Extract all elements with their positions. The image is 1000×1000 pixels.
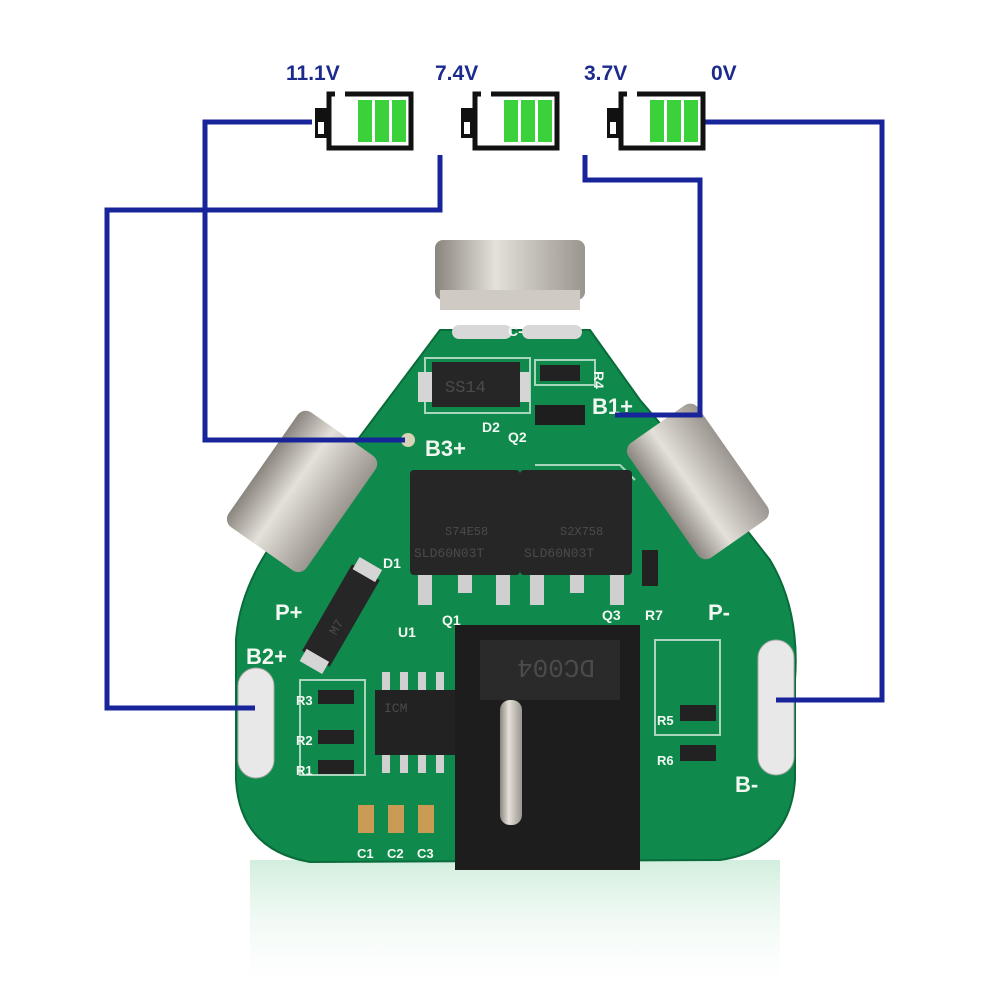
- pad-b-minus-slot: [757, 639, 795, 776]
- battery-cell-bar: [650, 100, 664, 142]
- wire-11v: [202, 119, 405, 443]
- label-r4: R4: [591, 371, 607, 389]
- p-plus-terminal: [226, 410, 378, 573]
- p-minus-terminal: [626, 403, 769, 560]
- mosfet-q1-code: S74E58: [445, 525, 488, 539]
- mosfet-q1-part: SLD60N03T: [414, 546, 484, 561]
- label-c3: C3: [417, 846, 434, 861]
- label-q2: Q2: [508, 429, 527, 445]
- label-u1: U1: [398, 624, 416, 640]
- battery-icon: [315, 90, 414, 151]
- battery-cell-bar: [667, 100, 681, 142]
- resistor-r7: [642, 550, 658, 586]
- battery-icon: [607, 90, 706, 151]
- board-reflection: [250, 860, 780, 1000]
- c-minus-terminal: C-: [435, 240, 585, 339]
- diode-d1: M7: [299, 557, 383, 674]
- label-q3: Q3: [602, 607, 621, 623]
- ic-u1: ICM: [375, 672, 455, 773]
- label-q1: Q1: [442, 612, 461, 628]
- label-c1: C1: [357, 846, 374, 861]
- label-d1: D1: [383, 555, 401, 571]
- pad-b3-solder: [401, 433, 415, 447]
- mosfet-q3-part: SLD60N03T: [524, 546, 594, 561]
- wire-7v: [104, 155, 443, 711]
- capacitors: [358, 805, 434, 833]
- mosfet-q3-code: S2X758: [560, 525, 603, 539]
- label-r3: R3: [296, 693, 313, 708]
- pad-b2-plus-slot: [237, 667, 275, 779]
- voltage-label-3-7v: 3.7V: [584, 62, 627, 85]
- battery-cell-bar: [392, 100, 406, 142]
- voltage-label-0v: 0V: [711, 62, 737, 85]
- label-r2: R2: [296, 733, 313, 748]
- pad-label-b-minus: B-: [735, 772, 758, 797]
- wire-3v: [582, 155, 703, 418]
- label-r7: R7: [645, 607, 663, 623]
- dc-connector: DC004: [455, 625, 640, 870]
- resistors-r1-r3: [318, 690, 354, 774]
- resistor-r6: [680, 745, 716, 761]
- label-r1: R1: [296, 763, 313, 778]
- pad-label-c-minus: C-: [508, 323, 523, 339]
- label-c2: C2: [387, 846, 404, 861]
- mosfet-q3: S2X758 SLD60N03T: [520, 470, 632, 605]
- label-r6: R6: [657, 753, 674, 768]
- battery-cell-bar: [358, 100, 372, 142]
- wires: [104, 119, 885, 711]
- ic-marking: ICM: [384, 701, 407, 716]
- voltage-label-7-4v: 7.4V: [435, 62, 478, 85]
- connector-marking: DC004: [517, 652, 595, 682]
- battery-cell-bar: [684, 100, 698, 142]
- mosfet-q1: S74E58 SLD60N03T: [410, 470, 520, 605]
- label-r5: R5: [657, 713, 674, 728]
- resistor-r5: [680, 705, 716, 721]
- wire-0v: [705, 119, 885, 703]
- battery-row: [315, 90, 706, 151]
- pad-label-b3-plus: B3+: [425, 436, 466, 461]
- diode-d2: SS14: [418, 362, 530, 407]
- label-d2: D2: [482, 419, 500, 435]
- diode-d1-marking: M7: [327, 617, 348, 638]
- diode-marking: SS14: [445, 379, 486, 398]
- battery-cell-bar: [521, 100, 535, 142]
- battery-cell-bar: [538, 100, 552, 142]
- pad-label-p-minus: P-: [708, 600, 730, 625]
- pad-label-p-plus: P+: [275, 600, 303, 625]
- battery-cell-bar: [504, 100, 518, 142]
- battery-cell-bar: [375, 100, 389, 142]
- voltage-label-11-1v: 11.1V: [286, 62, 340, 85]
- pad-label-b2-plus: B2+: [246, 644, 287, 669]
- battery-icon: [461, 90, 560, 151]
- resistor-r4: [540, 365, 580, 381]
- transistor-q2: [535, 405, 585, 425]
